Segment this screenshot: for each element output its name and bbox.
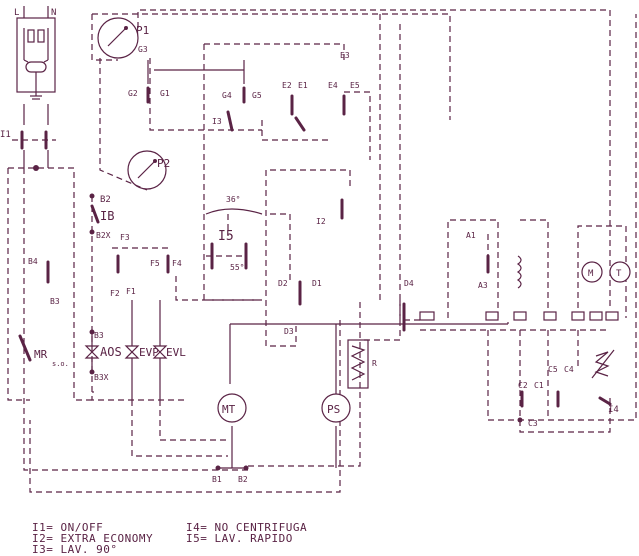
label-d2: D2 xyxy=(278,279,288,288)
valve-evl xyxy=(152,300,168,400)
label-d3: D3 xyxy=(284,327,294,336)
label-aos: AOS xyxy=(100,345,122,359)
label-b2: B2 xyxy=(100,195,111,205)
terminal-dots xyxy=(33,165,523,471)
variable-resistor xyxy=(591,349,615,379)
label-n: N xyxy=(51,8,56,18)
label-a3: A3 xyxy=(478,281,488,290)
label-evl: EVL xyxy=(166,346,186,359)
label-i4: I4 xyxy=(608,405,619,415)
drain-coil xyxy=(516,255,522,289)
label-so: s.o. xyxy=(52,360,69,368)
label-b2-bottom: B2 xyxy=(238,475,248,484)
motor-mt xyxy=(217,393,247,423)
label-mr: MR xyxy=(34,348,48,361)
label-c1: C1 xyxy=(534,381,544,390)
thermostat-t xyxy=(609,261,631,283)
label-e5: E5 xyxy=(350,81,360,90)
label-b4: B4 xyxy=(28,257,38,266)
legend-i5: I5= LAV. RAPIDO xyxy=(186,532,293,545)
legend-i1: I1= ON/OFF xyxy=(32,521,103,534)
label-p2: P2 xyxy=(157,157,170,170)
label-b3-top: B3 xyxy=(50,297,60,306)
switch-i1 xyxy=(12,104,56,168)
legend-i3: I3= LAV. 90° xyxy=(32,543,117,556)
label-f1: F1 xyxy=(126,287,136,296)
label-e1: E1 xyxy=(298,81,308,90)
label-f2: F2 xyxy=(110,289,120,298)
label-ib: IB xyxy=(100,209,114,223)
label-36: 36° xyxy=(226,195,240,204)
label-c4: C4 xyxy=(564,365,574,374)
pressure-switch-ps xyxy=(321,324,351,423)
label-d4: D4 xyxy=(404,279,414,288)
label-g5: G5 xyxy=(252,91,262,100)
label-c5: C5 xyxy=(548,365,558,374)
label-p1: P1 xyxy=(136,24,149,37)
wiring-dashed xyxy=(7,9,637,493)
valve-evp xyxy=(124,300,140,400)
wiring-solid xyxy=(92,60,509,469)
motor-m xyxy=(581,261,603,283)
label-d1: D1 xyxy=(312,279,322,288)
legend-i2: I2= EXTRA ECONOMY xyxy=(32,532,153,545)
label-l: L xyxy=(14,8,19,18)
label-e2: E2 xyxy=(282,81,292,90)
mains-filter xyxy=(16,6,56,100)
label-i3: I3 xyxy=(212,117,222,126)
label-f4: F4 xyxy=(172,259,182,268)
label-t: T xyxy=(616,269,622,279)
label-a1: A1 xyxy=(466,231,476,240)
label-i1: I1 xyxy=(0,130,11,140)
label-i2: I2 xyxy=(316,217,326,226)
component-labels: B2 IB B2X F3 F2 F1 F5 F4 I5 36° 55° G3 G… xyxy=(28,45,619,484)
label-mt: MT xyxy=(222,403,236,416)
label-i5: I5 xyxy=(218,229,234,244)
label-m: M xyxy=(588,269,594,279)
label-g1: G1 xyxy=(160,89,170,98)
label-55: 55° xyxy=(230,263,244,272)
label-f5: F5 xyxy=(150,259,160,268)
label-g2: G2 xyxy=(128,89,138,98)
heater-r xyxy=(347,339,369,389)
label-r: R xyxy=(372,359,377,368)
label-e4: E4 xyxy=(328,81,338,90)
label-b1: B1 xyxy=(212,475,222,484)
programmer-p2 xyxy=(127,150,167,190)
terminal-block-main xyxy=(419,311,619,321)
label-b3x: B3X xyxy=(94,373,109,382)
label-ps: PS xyxy=(327,403,340,416)
label-b2x: B2X xyxy=(96,231,111,240)
switch-contacts xyxy=(18,86,612,408)
label-g3: G3 xyxy=(138,45,148,54)
label-g4: G4 xyxy=(222,91,232,100)
label-c2: C2 xyxy=(518,381,528,390)
label-f3: F3 xyxy=(120,233,130,242)
legend: I1= ON/OFF I2= EXTRA ECONOMY I3= LAV. 90… xyxy=(32,521,307,556)
label-c3: C3 xyxy=(528,419,538,428)
label-evp: EVP xyxy=(139,346,159,359)
programmer-p1 xyxy=(97,17,139,59)
label-e3: E3 xyxy=(340,51,350,60)
label-b3: B3 xyxy=(94,331,104,340)
legend-i4: I4= NO CENTRIFUGA xyxy=(186,521,307,534)
